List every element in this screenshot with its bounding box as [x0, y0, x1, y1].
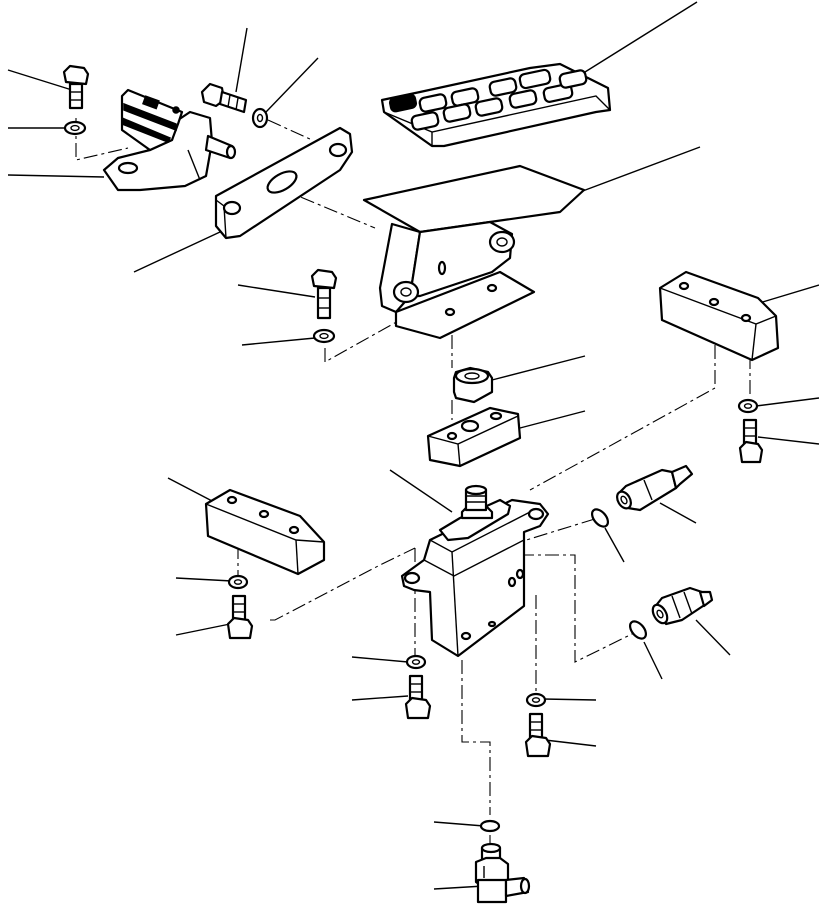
mounting-block-left: [204, 488, 326, 576]
o-ring-upper: [590, 508, 610, 528]
washer-valve-right: [525, 692, 547, 708]
hex-nut: [452, 366, 494, 404]
elbow-fitting-bottom: [474, 842, 531, 904]
pedal-bracket: [362, 164, 586, 340]
mounting-block-right: [658, 270, 780, 362]
spacer-block-middle: [426, 406, 522, 468]
pedal-valve-body: [400, 498, 550, 658]
bolt-left: [226, 594, 254, 640]
valve-plunger: [460, 484, 494, 520]
washer-top-middle: [251, 107, 269, 129]
bolt-bracket: [310, 268, 338, 320]
bolt-top-left: [62, 64, 90, 110]
pivot-bracket: [102, 88, 237, 192]
fitting-lower: [651, 586, 714, 626]
bolt-valve-left: [404, 674, 432, 720]
bolt-right: [738, 418, 764, 464]
bolt-top-middle: [200, 82, 248, 114]
link-plate: [214, 126, 354, 240]
pedal-tread-pad: [380, 62, 612, 148]
washer-left: [227, 574, 249, 590]
fitting-upper: [616, 464, 694, 512]
o-ring-bottom: [479, 819, 501, 833]
washer-right: [737, 398, 759, 414]
bolt-valve-right: [524, 712, 552, 758]
washer-valve-left: [405, 654, 427, 670]
leader-lines: [7, 1, 819, 890]
washer-bracket: [312, 328, 336, 344]
washer-top-left: [63, 120, 87, 136]
o-ring-lower: [628, 620, 648, 640]
